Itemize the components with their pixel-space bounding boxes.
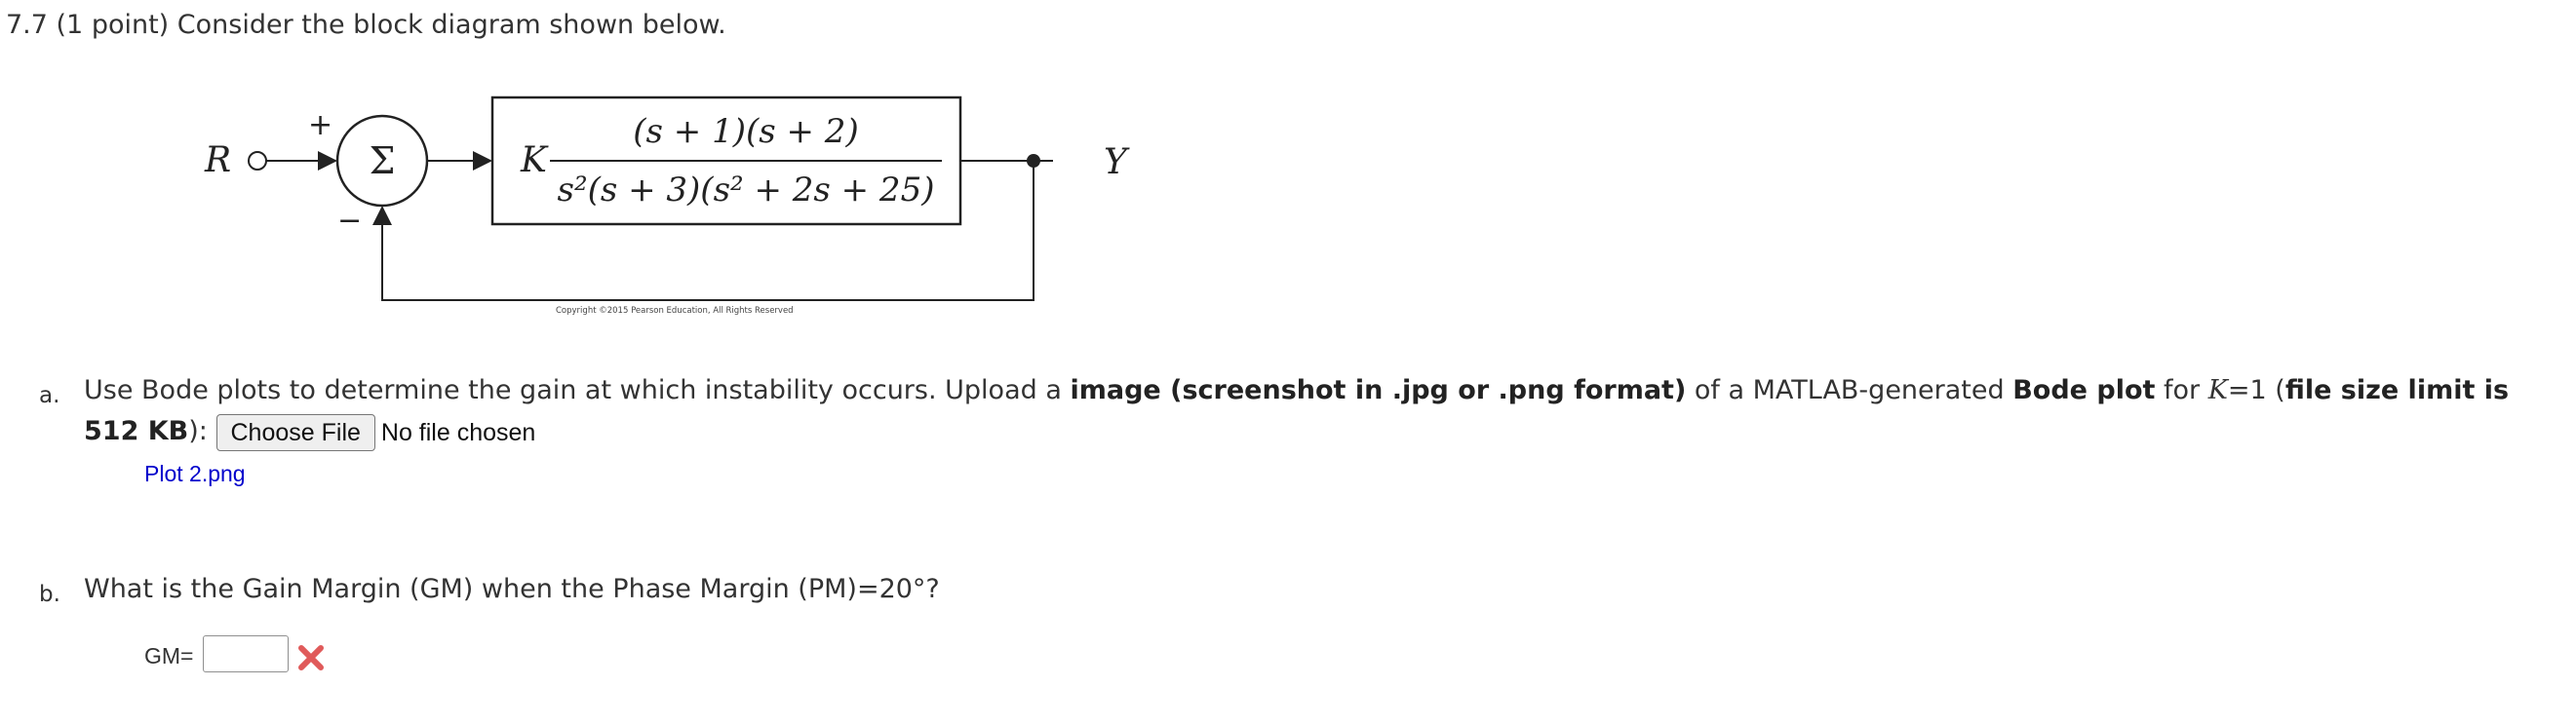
copyright-text: Copyright ©2015 Pearson Education, All R… <box>556 306 794 316</box>
output-label-wrap: Y <box>1104 142 1130 182</box>
part-a-bold-format: image (screenshot in .jpg or .png format… <box>1070 375 1687 405</box>
part-a-text: Use Bode plots to determine the gain at … <box>84 370 2560 453</box>
denominator: s²(s + 3)(s² + 2s + 25) <box>558 171 935 210</box>
gain-k: K <box>520 140 549 180</box>
file-status: No file chosen <box>380 418 536 446</box>
part-a-bold-limit: file size limit is 512 KB <box>84 375 2510 446</box>
gm-input[interactable] <box>203 635 289 672</box>
block-diagram: R + Σ − K (s + 1)(s + 2) s²(s + 3)(s² + … <box>204 95 1053 316</box>
feedback-path <box>372 161 1034 301</box>
part-b-question: What is the Gain Margin (GM) when the Ph… <box>84 574 940 604</box>
output-label: Y <box>1104 142 1130 182</box>
question-title: 7.7 (1 point) Consider the block diagram… <box>6 10 726 40</box>
uploaded-file-link[interactable]: Plot 2.png <box>144 461 246 486</box>
gm-label: GM= <box>144 643 194 668</box>
choose-file-button[interactable]: Choose File <box>215 413 375 451</box>
input-label: R <box>204 140 231 180</box>
part-b-marker: b. <box>39 582 60 607</box>
variable-k: K <box>2207 375 2228 405</box>
part-a-marker: a. <box>39 383 60 408</box>
summer-symbol: Σ <box>370 139 396 182</box>
plus-sign: + <box>308 108 332 142</box>
numerator: (s + 1)(s + 2) <box>633 112 858 151</box>
minus-sign: − <box>337 204 362 238</box>
incorrect-x-icon <box>298 645 324 670</box>
part-a-bold-bode: Bode plot <box>2012 375 2156 405</box>
input-node <box>248 151 267 171</box>
